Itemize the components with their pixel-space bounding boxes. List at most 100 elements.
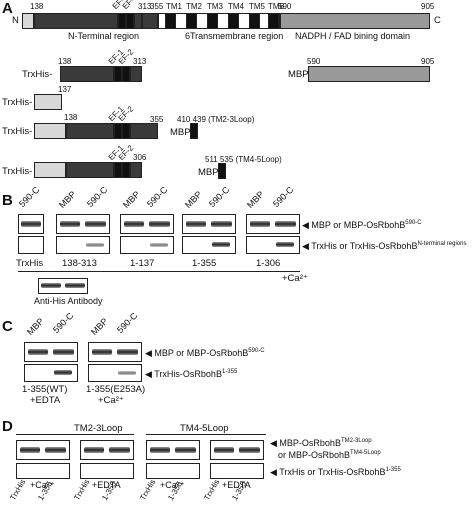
panel-label-d: D — [2, 418, 13, 435]
b-top-blot-g3 — [182, 214, 236, 234]
pos-313b-label: 313 — [133, 57, 147, 66]
d-lane-label-7: TrxHis — [202, 477, 222, 502]
b-lane-label-9: 590-C — [270, 184, 296, 209]
c138-end-segment — [130, 66, 142, 82]
d-lane-label-5: TrxHis — [138, 477, 158, 502]
tm23-loop-block — [190, 123, 198, 139]
b-top-blot-590c — [18, 214, 44, 234]
c306-dark-segment — [66, 162, 114, 178]
tm4-block — [228, 13, 239, 29]
tm45-loop-block — [218, 163, 226, 179]
c-group1-line2: +EDTA — [30, 395, 61, 406]
pos-306-label: 306 — [133, 153, 147, 162]
c137-segment — [34, 94, 62, 110]
tm6-label: TM6 — [268, 2, 284, 11]
d-bot-blot-4 — [210, 463, 264, 479]
b-trxhis-label: TrxHis — [16, 258, 44, 269]
nterm-region-label: N-Terminal region — [68, 31, 140, 41]
c-group2-line2: +Ca²⁺ — [98, 395, 124, 406]
trxhis-138-313-label: TrxHis- — [22, 69, 53, 80]
c-group2-line1: 1-355(E253A) — [86, 384, 146, 395]
c138-dark-segment — [60, 66, 114, 82]
tm45-pos-label: 511 535 (TM4-5Loop) — [205, 155, 282, 164]
pos-138-label: 138 — [30, 2, 44, 11]
d-tm23-line — [16, 434, 134, 435]
b-top-blot-g4 — [246, 214, 300, 234]
panel-label-b: B — [2, 192, 13, 209]
n-terminus-label: N — [12, 15, 19, 26]
pos-313-label: 313 — [138, 2, 152, 11]
b-bot-blot-g3 — [182, 236, 236, 254]
c355-light-segment — [34, 123, 66, 139]
d-top-blot-2 — [80, 440, 134, 460]
b-top-row-label: ◀ MBP or MBP-OsRbohB590-C — [302, 220, 422, 230]
full-313-355-segment — [142, 13, 158, 29]
tm23-pos-label: 410 439 (TM2-3Loop) — [177, 115, 255, 124]
tm-region-label: 6Transmembrane region — [185, 31, 284, 41]
tm3-block — [207, 13, 218, 29]
full-ef1-segment — [118, 13, 126, 29]
d-lane-label-1: TrxHis — [8, 477, 28, 502]
c-lane-label-1: MBP — [24, 316, 46, 337]
tm5-label: TM5 — [249, 2, 265, 11]
d-tm45-line — [146, 434, 266, 435]
panel-label-c: C — [2, 318, 13, 335]
full-ef2-segment — [126, 13, 134, 29]
nadph-segment — [280, 13, 430, 29]
mbp-tm45-label: MBP- — [198, 167, 222, 178]
full-nterm-dark-segment — [34, 13, 118, 29]
mbp-590-segment — [308, 66, 430, 82]
c306-ef2-segment — [122, 162, 130, 178]
ef2-label: EF-2 — [120, 0, 140, 11]
tm4-label: TM4 — [228, 2, 244, 11]
c-bot-row-label: ◀ TrxHis-OsRbohB1-355 — [145, 369, 238, 379]
d-tm23-label: TM2-3Loop — [74, 423, 123, 434]
nadph-region-label: NADPH / FAD bining domain — [295, 31, 411, 41]
tm5-block — [249, 13, 260, 29]
c-top-blot-g1 — [24, 342, 78, 362]
full-nterm-light-segment — [22, 13, 34, 29]
b-group-1-137: 1-137 — [130, 258, 155, 269]
c-bot-blot-g1 — [24, 364, 78, 382]
c-lane-label-4: 590-C — [114, 310, 140, 335]
d-top-row-label-2: or MBP-OsRbohBTM4-5Loop — [278, 450, 381, 460]
d-cond-3: +Ca²⁺ — [160, 480, 185, 490]
b-lane-label-2: MBP — [56, 189, 78, 210]
b-bot-blot-590c — [18, 236, 44, 254]
panel-label-a: A — [2, 0, 13, 17]
b-group-138-313: 138-313 — [62, 258, 97, 269]
c-top-blot-g2 — [88, 342, 142, 362]
c-terminus-label: C — [434, 15, 441, 26]
pos-905-label: 905 — [421, 2, 435, 11]
b-bot-row-label: ◀ TrxHis or TrxHis-OsRbohBN-terminal reg… — [302, 241, 467, 251]
b-ca-label: +Ca²⁺ — [282, 273, 308, 284]
d-lane-label-3: TrxHis — [72, 477, 92, 502]
b-lane-label-8: MBP — [244, 189, 266, 210]
pos-137-label: 137 — [58, 85, 72, 94]
d-top-row-label-1: ◀ MBP-OsRbohBTM2-3Loop — [270, 438, 372, 448]
trxhis-1-306-label: TrxHis- — [2, 166, 33, 177]
c-bot-blot-g2 — [88, 364, 142, 382]
d-bot-blot-2 — [80, 463, 134, 479]
c355-dark-segment — [66, 123, 114, 139]
d-cond-1: +Ca²⁺ — [30, 480, 55, 490]
c-lane-label-3: MBP — [88, 316, 110, 337]
c138-ef2-segment — [122, 66, 130, 82]
mbp-tm23-label: MBP- — [170, 127, 194, 138]
trxhis-1-355-label: TrxHis- — [2, 126, 33, 137]
d-top-blot-4 — [210, 440, 264, 460]
c306-end-segment — [130, 162, 142, 178]
b-top-blot-g2 — [120, 214, 174, 234]
d-bot-blot-3 — [146, 463, 200, 479]
b-group-1-355: 1-355 — [192, 258, 217, 269]
c138-ef1-segment — [114, 66, 122, 82]
b-bot-blot-g4 — [246, 236, 300, 254]
d-bot-blot-1 — [16, 463, 70, 479]
d-tm45-label: TM4-5Loop — [180, 423, 229, 434]
c306-light-segment — [34, 162, 66, 178]
c-group1-line1: 1-355(WT) — [22, 384, 68, 395]
c355-ef1-segment — [114, 123, 122, 139]
pos-590b-label: 590 — [307, 57, 321, 66]
b-group-1-306: 1-306 — [256, 258, 281, 269]
c306-ef1-segment — [114, 162, 122, 178]
